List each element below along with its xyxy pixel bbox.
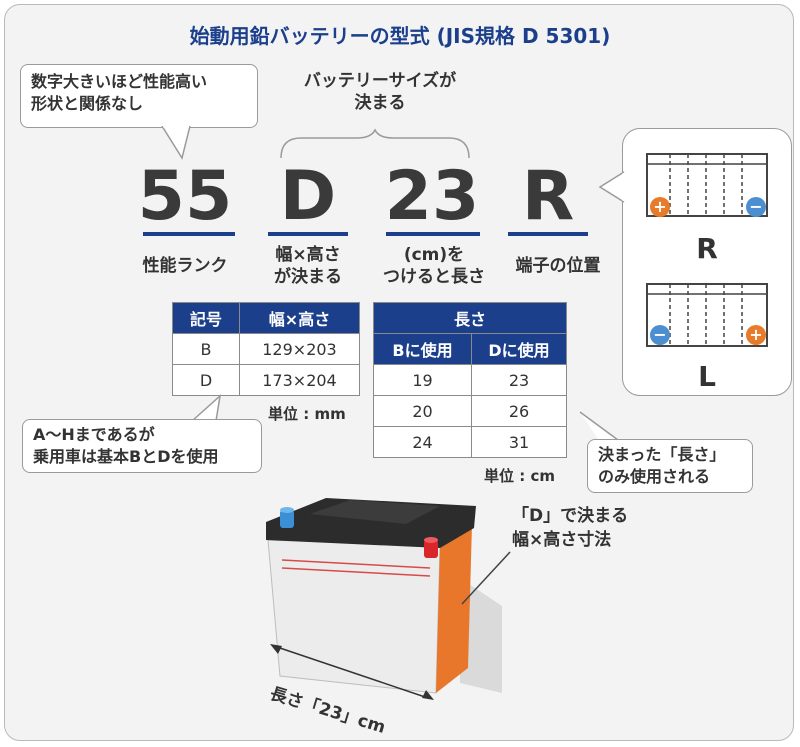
bubble-tail: [161, 126, 191, 160]
label-performance: 性能ランク: [142, 256, 228, 276]
page-title: 始動用鉛バッテリーの型式 (JIS規格 D 5301): [189, 24, 611, 48]
length-arrow: [270, 644, 434, 700]
performance-note-bubble: 数字大きいほど性能高い 形状と関係なし: [20, 64, 258, 128]
label-terminal: 端子の位置: [515, 256, 601, 276]
table-row: 20 26: [373, 395, 567, 427]
size-note-line: 決まる: [354, 93, 406, 113]
underline-width-height: [268, 232, 348, 236]
battery-caption: 「D」で決まる 幅×高さ寸法: [512, 504, 628, 552]
underline-performance: [143, 232, 235, 236]
underline-terminal: [508, 232, 588, 236]
battery-illustration: [266, 498, 502, 694]
minus-terminal-icon: −: [746, 197, 766, 217]
label-length: (cm)を つけると長さ: [372, 244, 496, 288]
table-subheader-row: Bに使用 Dに使用: [373, 333, 567, 365]
table-cell: B: [172, 333, 240, 365]
bubble-line: 数字大きいほど性能高い: [31, 72, 208, 91]
terminal-label-r: R: [696, 232, 718, 265]
table-header: 記号: [172, 302, 240, 334]
table-cell: 129×203: [239, 333, 360, 365]
caption-line: 幅×高さ寸法: [512, 530, 612, 550]
bubble-line: のみ使用される: [598, 467, 711, 486]
bubble-line: 形状と関係なし: [31, 94, 144, 113]
bubble-line: A〜Hまであるが: [33, 425, 155, 444]
terminal-label-l: L: [698, 360, 716, 393]
code-terminal: R: [521, 157, 575, 236]
code-length: 23: [384, 157, 480, 236]
code-performance: 55: [137, 157, 233, 236]
label-line: (cm)を: [403, 245, 465, 265]
table-cell: 24: [373, 426, 472, 458]
length-table: 長さ Bに使用 Dに使用 19 23 20 26 24 31: [373, 302, 567, 458]
label-width-height: 幅×高さ が決まる: [258, 244, 358, 288]
size-table: 記号 幅×高さ B 129×203 D 173×204: [172, 302, 360, 396]
table-cell: 173×204: [239, 364, 360, 396]
caption-line: 「D」で決まる: [512, 506, 629, 526]
table-cell: 19: [373, 364, 472, 396]
code-width-height: D: [279, 157, 337, 236]
table-row: 19 23: [373, 364, 567, 396]
table-subheader: Dに使用: [471, 333, 567, 365]
minus-terminal-icon: −: [650, 325, 670, 345]
panel-tail: [598, 171, 626, 203]
bubble-line: 乗用車は基本BとDを使用: [33, 447, 219, 466]
table-cell: 20: [373, 395, 472, 427]
table-header: 長さ: [373, 302, 567, 334]
table-header-row: 長さ: [373, 302, 567, 334]
ah-note-bubble: A〜Hまであるが 乗用車は基本BとDを使用: [22, 419, 262, 473]
underline-length: [386, 232, 480, 236]
caption-pointer: [461, 551, 511, 605]
length-unit: 単位 : cm: [484, 467, 555, 485]
label-line: が決まる: [274, 267, 342, 287]
bubble-line: 決まった「長さ」: [598, 445, 726, 464]
plus-terminal-icon: +: [650, 197, 670, 217]
plus-terminal-icon: +: [746, 325, 766, 345]
length-only-bubble: 決まった「長さ」 のみ使用される: [587, 439, 753, 493]
table-row: 24 31: [373, 426, 567, 458]
table-cell: 31: [471, 426, 567, 458]
table-row: D 173×204: [172, 364, 360, 396]
size-brace: [280, 128, 470, 159]
label-line: つけると長さ: [383, 267, 485, 287]
bubble-tail: [191, 394, 222, 422]
table-row: B 129×203: [172, 333, 360, 365]
size-unit: 単位 : mm: [268, 405, 346, 423]
table-cell: 23: [471, 364, 567, 396]
table-header-row: 記号 幅×高さ: [172, 302, 360, 334]
size-note: バッテリーサイズが 決まる: [280, 70, 480, 114]
table-header: 幅×高さ: [239, 302, 360, 334]
table-subheader: Bに使用: [373, 333, 472, 365]
label-line: 幅×高さ: [275, 245, 341, 265]
table-cell: 26: [471, 395, 567, 427]
size-note-line: バッテリーサイズが: [303, 71, 457, 91]
table-cell: D: [172, 364, 240, 396]
